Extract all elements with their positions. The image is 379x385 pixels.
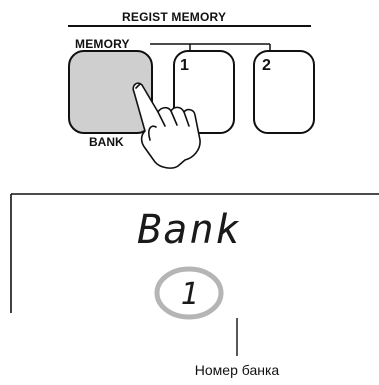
pointing-hand-icon [132, 82, 201, 169]
lcd-display-text: Bank [137, 207, 242, 253]
lcd-display-frame [10, 193, 379, 313]
bank-label: BANK [89, 135, 124, 149]
regist-memory-label: REGIST MEMORY [122, 10, 227, 24]
memory-button-2-label: 2 [262, 57, 271, 74]
memory-button-1-label: 1 [180, 57, 189, 74]
bank-button[interactable] [68, 50, 153, 134]
lcd-bank-number: 1 [180, 277, 199, 312]
memory-button-2[interactable] [253, 50, 315, 134]
bank-number-highlight-ring [154, 266, 224, 320]
memory-bracket [150, 43, 271, 50]
memory-label: MEMORY [75, 37, 130, 51]
bank-number-caption: Номер банка [194, 362, 280, 378]
